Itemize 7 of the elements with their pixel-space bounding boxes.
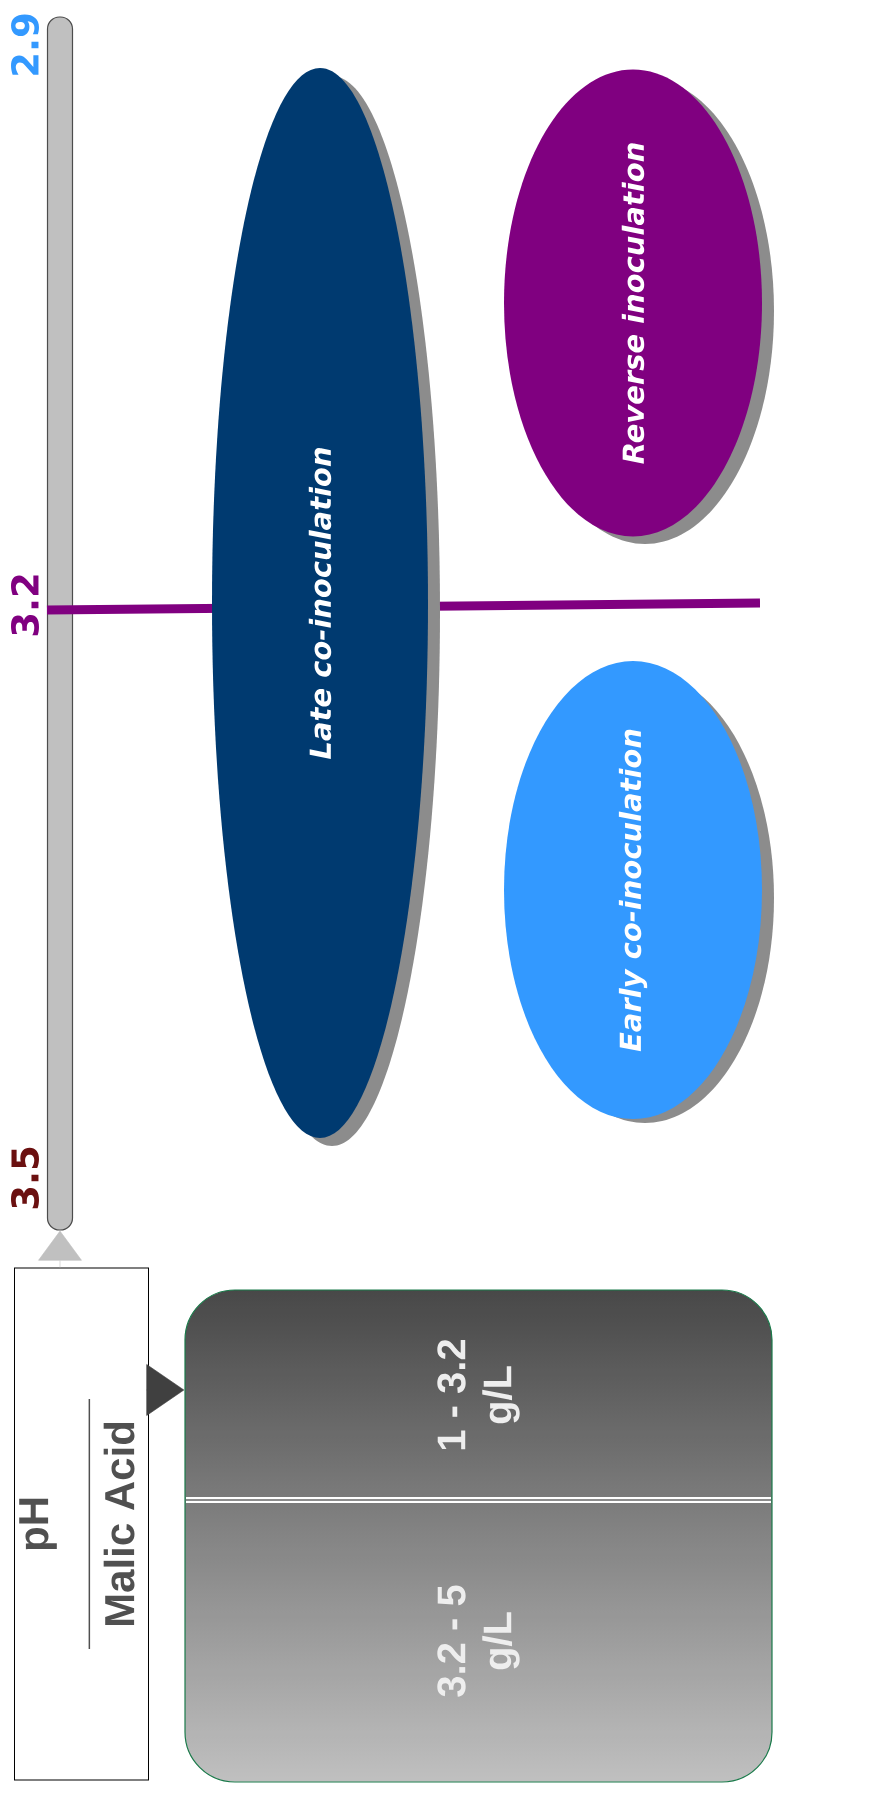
pointer-arrow bbox=[146, 1364, 185, 1416]
concentration-panel bbox=[184, 1289, 773, 1783]
concentration-cell: 1 - 3.2 g/L bbox=[437, 1339, 520, 1450]
axis-key-box: pH Malic Acid bbox=[14, 1267, 149, 1781]
scale-value: 3.5 bbox=[11, 1147, 39, 1209]
concentration-cell: 3.2 - 5 g/L bbox=[437, 1585, 520, 1697]
pointer-arrow bbox=[38, 1230, 82, 1268]
